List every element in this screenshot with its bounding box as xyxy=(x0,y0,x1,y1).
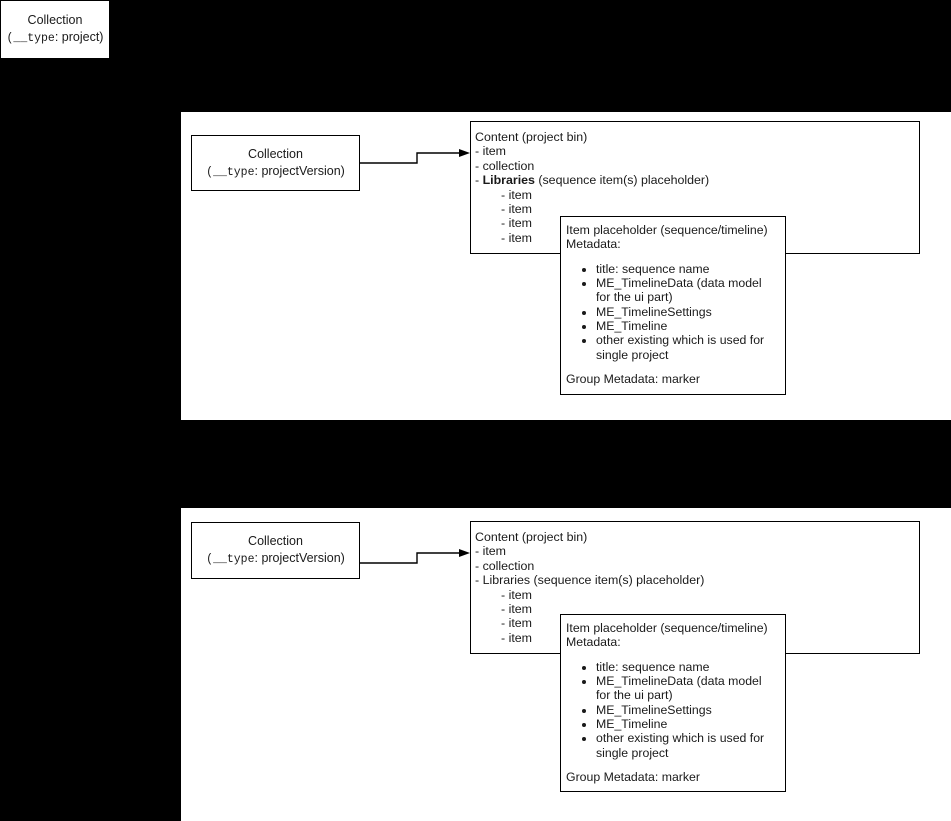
collection-project-type-prefix: (__type xyxy=(6,32,55,45)
content-row-item: - item xyxy=(475,544,506,559)
collection-version-type-value: projectVersion) xyxy=(261,551,345,565)
list-item: ME_TimelineData (data model for the ui p… xyxy=(596,674,779,703)
content-subitem: - item xyxy=(501,216,532,231)
collection-project-type: (__type: project) xyxy=(7,29,104,47)
list-item: ME_Timeline xyxy=(596,717,779,731)
content-row-collection: - collection xyxy=(475,558,535,573)
list-item: other existing which is used for single … xyxy=(596,731,779,760)
content-subitem: - item xyxy=(501,616,532,631)
list-item: ME_TimelineSettings xyxy=(596,305,779,319)
collection-version-type-sep: : xyxy=(254,551,262,565)
content-subitem: - item xyxy=(501,230,532,245)
content-row-libraries-suffix: (sequence item(s) placeholder) xyxy=(534,173,710,188)
content-row-libraries-dash: - xyxy=(475,173,483,188)
collection-project-title: Collection xyxy=(27,13,83,27)
content-subitem: - item xyxy=(501,202,532,217)
content-row-collection: - collection xyxy=(475,158,535,173)
content-title: Content (project bin) xyxy=(475,530,588,544)
content-title: Content (project bin) xyxy=(475,130,588,144)
collection-version-type-prefix: (__type xyxy=(206,165,255,179)
list-item: other existing which is used for single … xyxy=(596,333,779,362)
item-placeholder-body: Item placeholder (sequence/timeline) Met… xyxy=(561,615,785,784)
arrow-collection-to-content xyxy=(359,549,470,564)
list-item: ME_Timeline xyxy=(596,319,779,333)
list-item: ME_TimelineData (data model for the ui p… xyxy=(596,276,779,305)
list-item: title: sequence name xyxy=(596,660,779,674)
item-placeholder-footer: Group Metadata: marker xyxy=(566,371,700,386)
content-subitem: - item xyxy=(501,630,532,645)
item-placeholder-body: Item placeholder (sequence/timeline) Met… xyxy=(561,217,785,386)
item-placeholder-metadata-list: title: sequence name ME_TimelineData (da… xyxy=(566,262,779,362)
item-placeholder-metadata-label: Metadata: xyxy=(566,635,621,650)
list-item: ME_TimelineSettings xyxy=(596,703,779,717)
item-placeholder-metadata-list: title: sequence name ME_TimelineData (da… xyxy=(566,660,779,760)
collection-version-title: Collection xyxy=(248,534,303,548)
content-subitem: - item xyxy=(501,187,532,202)
content-row-libraries-suffix: (sequence item(s) placeholder) xyxy=(530,573,705,588)
content-box-body: Content (project bin) - item - collectio… xyxy=(471,122,919,245)
collection-version-box[interactable]: Collection (__type: projectVersion) xyxy=(191,135,360,191)
item-placeholder-metadata-label: Metadata: xyxy=(566,237,621,252)
item-placeholder-box[interactable]: Item placeholder (sequence/timeline) Met… xyxy=(560,216,786,395)
content-row-libraries: - Libraries (sequence item(s) placeholde… xyxy=(475,173,919,187)
collection-version-box[interactable]: Collection (__type: projectVersion) xyxy=(191,522,360,579)
item-placeholder-title: Item placeholder (sequence/timeline) xyxy=(566,223,768,237)
list-item: title: sequence name xyxy=(596,262,779,276)
collection-version-type: (__type: projectVersion) xyxy=(206,163,345,181)
content-box-body: Content (project bin) - item - collectio… xyxy=(471,522,919,645)
content-subitem: - item xyxy=(501,602,532,617)
collection-version-title: Collection xyxy=(248,146,303,161)
item-placeholder-footer: Group Metadata: marker xyxy=(566,769,700,784)
item-placeholder-box[interactable]: Item placeholder (sequence/timeline) Met… xyxy=(560,614,786,792)
content-row-item: - item xyxy=(475,144,506,159)
content-subitem: - item xyxy=(501,587,532,602)
item-placeholder-title: Item placeholder (sequence/timeline) xyxy=(566,621,768,635)
content-row-libraries-dash: - xyxy=(475,573,483,588)
collection-version-type-sep: : xyxy=(254,163,262,178)
content-row-libraries-label: Libraries xyxy=(482,573,531,588)
collection-project-box[interactable]: Collection (__type: project) xyxy=(0,0,110,59)
collection-version-type-prefix: (__type xyxy=(206,553,255,566)
arrow-collection-to-content xyxy=(359,149,470,164)
content-row-libraries: - Libraries (sequence item(s) placeholde… xyxy=(475,573,919,587)
collection-version-type-value: projectVersion) xyxy=(261,163,345,178)
content-row-libraries-label: Libraries xyxy=(482,173,535,188)
collection-project-type-value: project) xyxy=(61,30,104,44)
collection-project-type-sep: : xyxy=(54,30,62,44)
collection-version-type: (__type: projectVersion) xyxy=(206,550,345,568)
